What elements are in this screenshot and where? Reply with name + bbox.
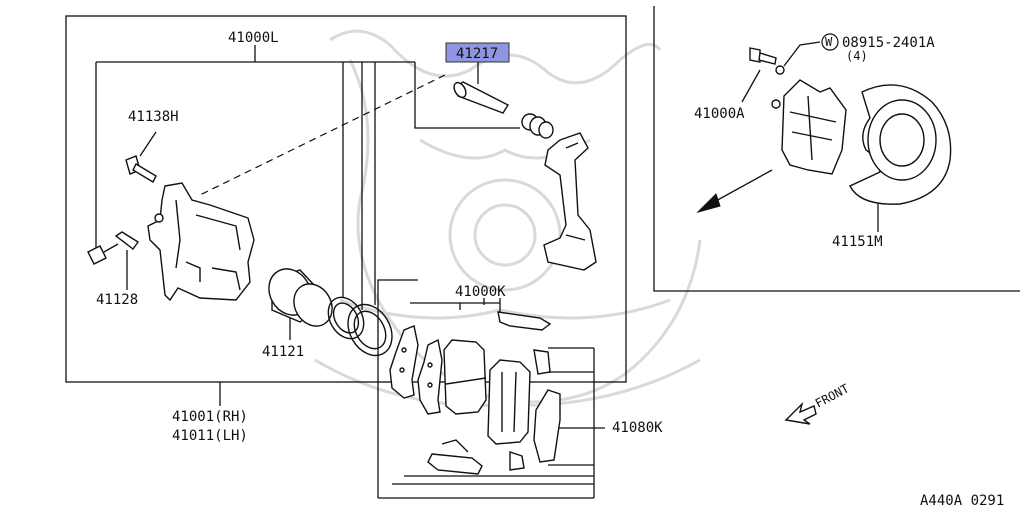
label-41000a: 41000A <box>694 106 745 122</box>
diagram-code: A440A 0291 <box>920 493 1004 509</box>
inset-caliper <box>771 79 847 175</box>
inset-disc-baffle <box>849 84 952 205</box>
pad-shim <box>417 338 443 415</box>
caliper-body <box>147 182 255 302</box>
brake-pad-outer <box>487 359 531 445</box>
watermark-emblem <box>314 29 702 407</box>
inset-bolt <box>749 47 785 75</box>
outer-shim <box>389 325 419 399</box>
direction-arrow <box>696 169 773 213</box>
front-arrow-icon <box>784 401 817 425</box>
label-w-symbol: W <box>825 35 833 49</box>
pin-boot <box>521 113 554 139</box>
label-41000k: 41000K <box>455 284 506 300</box>
washer-symbol <box>821 33 839 51</box>
label-41000l: 41000L <box>228 30 279 46</box>
label-41011-lh: 41011(LH) <box>172 428 248 444</box>
dust-boot <box>347 303 393 357</box>
label-front: FRONT <box>813 381 851 410</box>
label-41128: 41128 <box>96 292 138 308</box>
guide-pin <box>453 81 509 114</box>
leader-41000l <box>95 45 520 310</box>
inset-frame <box>653 6 1020 292</box>
pad-clip-bottom <box>427 439 483 475</box>
caliper-piston <box>268 268 333 327</box>
label-08915-2401a: 08915-2401A <box>842 35 935 51</box>
label-41080k: 41080K <box>612 420 663 436</box>
assembly-axis-line <box>199 74 446 196</box>
piston-seal <box>327 296 365 340</box>
label-41121: 41121 <box>262 344 304 360</box>
pad-clip-top <box>497 311 552 331</box>
label-41001-rh: 41001(RH) <box>172 409 248 425</box>
label-41138h: 41138H <box>128 109 179 125</box>
bleeder-screw <box>87 231 140 265</box>
caliper-bolt <box>125 155 157 183</box>
label-41151m: 41151M <box>832 234 883 250</box>
label-41217[interactable]: 41217 <box>456 46 498 62</box>
label-qty-4: (4) <box>846 49 868 63</box>
torque-member <box>543 132 597 271</box>
anti-squeal-shim <box>509 349 561 471</box>
brake-pad-inner <box>443 339 487 415</box>
caliper-group-frame <box>65 15 627 383</box>
